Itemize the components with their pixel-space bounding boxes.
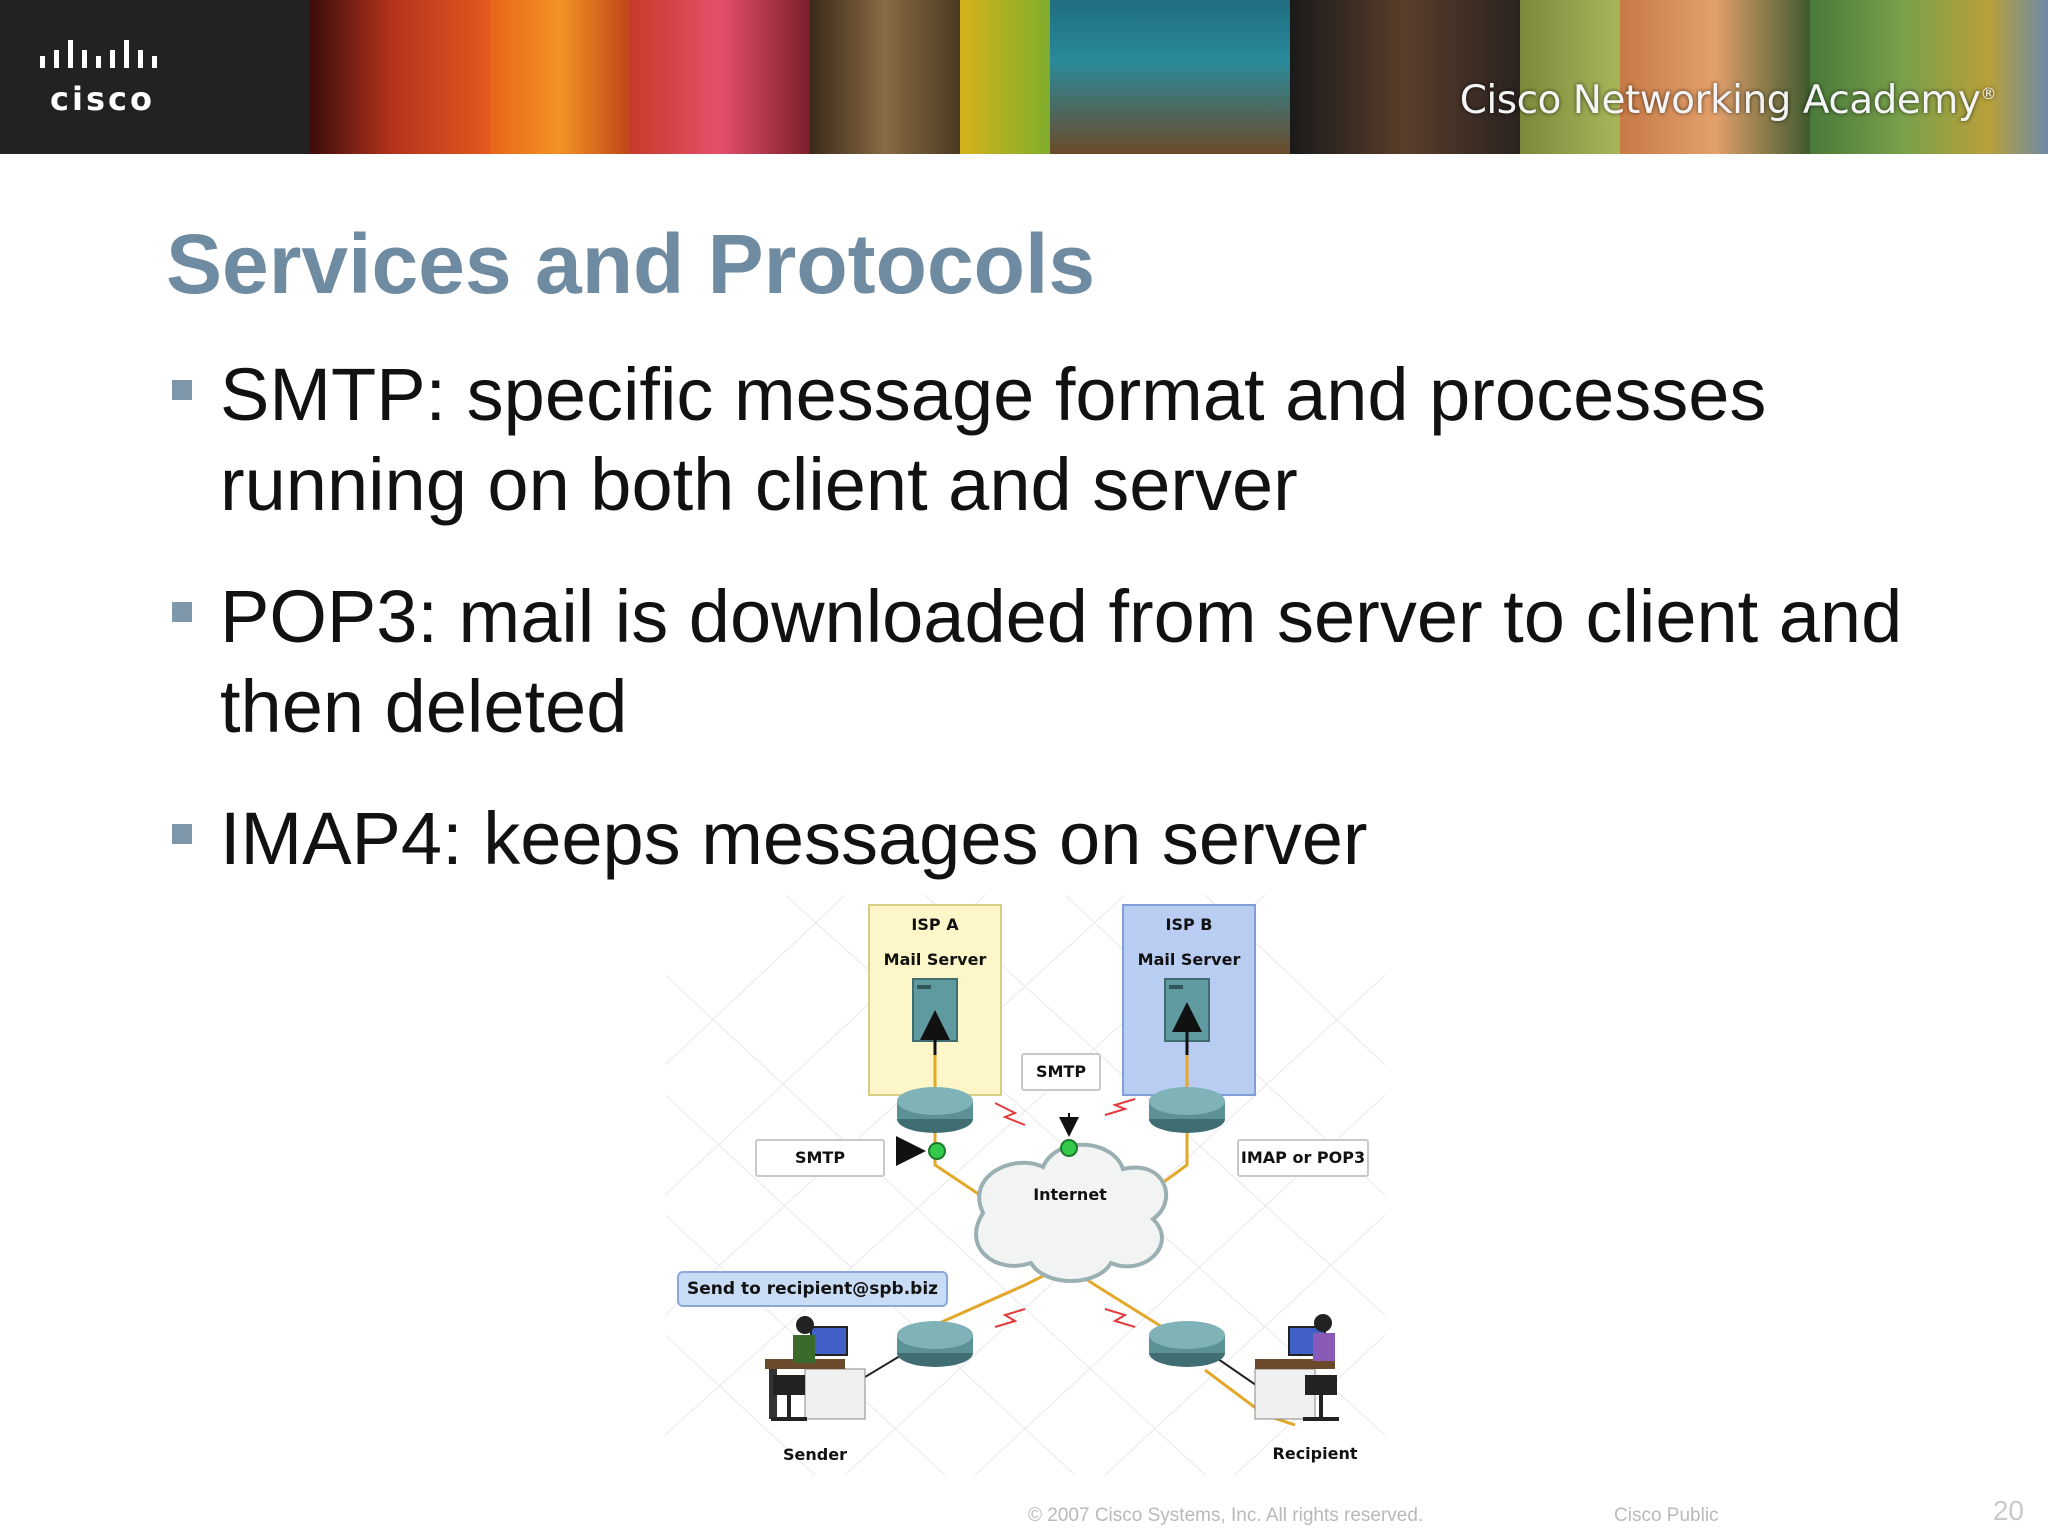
cisco-wordmark: cisco bbox=[50, 80, 155, 118]
sender-label: Sender bbox=[783, 1445, 847, 1464]
bullet-item: IMAP4: keeps messages on server bbox=[170, 794, 1910, 884]
send-to-bubble: Send to recipient@spb.biz bbox=[677, 1271, 949, 1307]
bullet-square-icon bbox=[172, 602, 192, 622]
recipient-label: Recipient bbox=[1272, 1444, 1358, 1463]
header-banner: cisco Cisco Networking Academy® bbox=[0, 0, 2048, 154]
internet-cloud-icon bbox=[974, 1142, 1169, 1283]
bullet-text: SMTP: specific message format and proces… bbox=[220, 353, 1767, 526]
isp-a-label: ISP A bbox=[911, 915, 959, 934]
imap-pop3-tag: IMAP or POP3 bbox=[1237, 1139, 1369, 1177]
bullet-list: SMTP: specific message format and proces… bbox=[170, 350, 1910, 926]
logo-area: cisco bbox=[0, 0, 310, 154]
trademark-symbol: ® bbox=[1980, 84, 1997, 103]
classification-label: Cisco Public bbox=[1614, 1505, 1719, 1526]
isp-b-server-label: Mail Server bbox=[1137, 950, 1241, 969]
smtp-point-left-icon bbox=[928, 1142, 946, 1160]
cisco-logo-icon bbox=[40, 40, 157, 68]
bullet-square-icon bbox=[172, 824, 192, 844]
copyright-notice: © 2007 Cisco Systems, Inc. All rights re… bbox=[1028, 1505, 1424, 1526]
bullet-text: POP3: mail is downloaded from server to … bbox=[220, 575, 1903, 748]
academy-wordmark: Cisco Networking Academy® bbox=[1459, 78, 1997, 123]
sender-workstation-icon bbox=[765, 1316, 866, 1421]
bullet-item: POP3: mail is downloaded from server to … bbox=[170, 572, 1910, 752]
bullet-square-icon bbox=[172, 380, 192, 400]
isp-a-server-label: Mail Server bbox=[883, 950, 987, 969]
recipient-workstation-icon bbox=[1254, 1314, 1339, 1421]
serial-links bbox=[994, 1098, 1136, 1328]
bullet-text: IMAP4: keeps messages on server bbox=[220, 797, 1368, 880]
internet-label: Internet bbox=[1033, 1185, 1107, 1204]
smtp-point-top-icon bbox=[1060, 1139, 1078, 1157]
bullet-item: SMTP: specific message format and proces… bbox=[170, 350, 1910, 530]
slide-title: Services and Protocols bbox=[166, 217, 1096, 311]
smtp-tag-top: SMTP bbox=[1021, 1053, 1101, 1091]
page-number: 20 bbox=[1992, 1495, 2024, 1526]
smtp-tag-left: SMTP bbox=[755, 1139, 885, 1177]
router-isp-b-icon bbox=[1149, 1087, 1225, 1133]
router-isp-a-icon bbox=[897, 1087, 973, 1133]
diagram-graphics bbox=[665, 895, 1385, 1475]
router-recipient-icon bbox=[1149, 1321, 1225, 1367]
email-network-diagram: ISP A Mail Server ISP B Mail Server SMTP… bbox=[665, 895, 1385, 1475]
isp-b-label: ISP B bbox=[1165, 915, 1213, 934]
router-sender-icon bbox=[897, 1321, 973, 1367]
academy-name: Cisco Networking Academy bbox=[1459, 78, 1981, 123]
